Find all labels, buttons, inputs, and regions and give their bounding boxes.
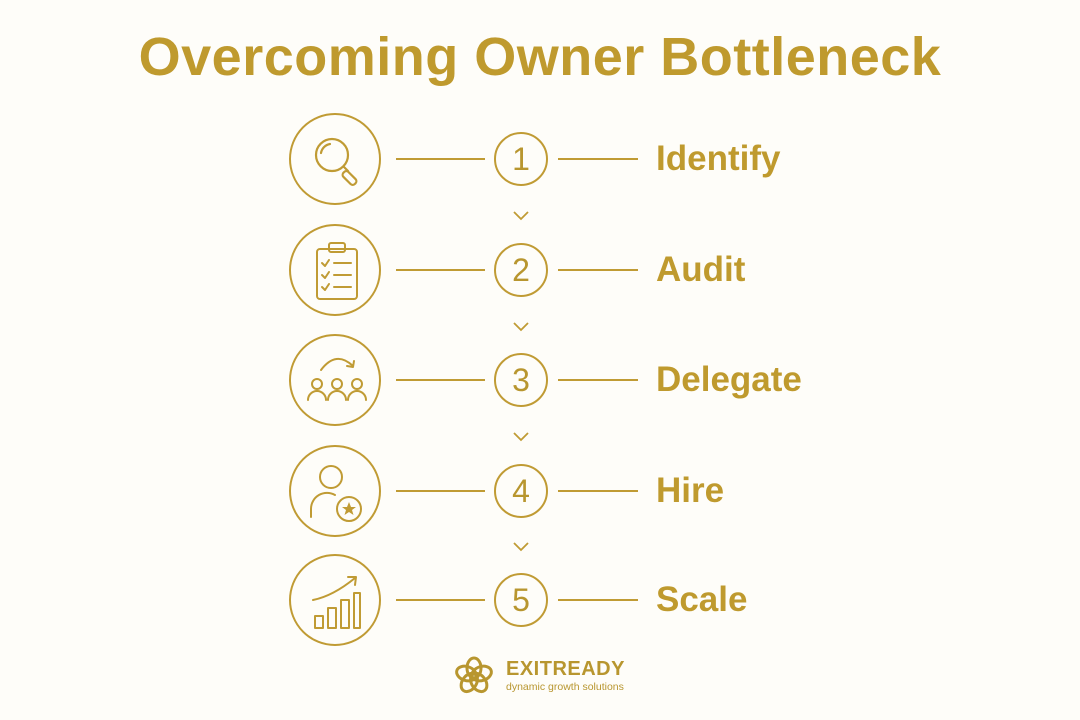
- page-title: Overcoming Owner Bottleneck: [138, 27, 942, 87]
- step-label: Scale: [656, 580, 748, 619]
- connector-line: [558, 269, 638, 271]
- connector-line: [396, 490, 485, 492]
- step-scale: 5 Scale: [0, 553, 1080, 649]
- step-label: Identify: [656, 139, 781, 178]
- connector-line: [558, 379, 638, 381]
- step-identify: 1 Identify: [0, 112, 1080, 208]
- person-star-icon: [289, 445, 381, 537]
- team-delegate-icon: [289, 334, 381, 426]
- step-audit: 2 Audit: [0, 223, 1080, 319]
- step-number: 1: [494, 132, 548, 186]
- chevron-down-icon: [513, 322, 529, 332]
- step-number: 4: [494, 464, 548, 518]
- clipboard-checklist-icon: [289, 224, 381, 316]
- step-label: Delegate: [656, 360, 802, 399]
- step-number: 3: [494, 353, 548, 407]
- connector-line: [558, 490, 638, 492]
- step-number: 5: [494, 573, 548, 627]
- chevron-down-icon: [513, 211, 529, 221]
- connector-line: [396, 269, 485, 271]
- step-number: 2: [494, 243, 548, 297]
- connector-line: [396, 158, 485, 160]
- connector-line: [396, 379, 485, 381]
- connector-line: [558, 158, 638, 160]
- logo-tagline: dynamic growth solutions: [506, 681, 624, 693]
- step-delegate: 3 Delegate: [0, 333, 1080, 429]
- logo-name: EXITREADY: [506, 658, 625, 680]
- exitready-logo: EXITREADY dynamic growth solutions: [452, 654, 652, 700]
- connector-line: [396, 599, 485, 601]
- step-label: Hire: [656, 471, 725, 510]
- step-hire: 4 Hire: [0, 444, 1080, 540]
- growth-chart-icon: [289, 554, 381, 646]
- connector-line: [558, 599, 638, 601]
- logo-emblem-icon: [455, 656, 493, 694]
- chevron-down-icon: [513, 432, 529, 442]
- step-label: Audit: [656, 250, 746, 289]
- magnifying-glass-icon: [289, 113, 381, 205]
- chevron-down-icon: [513, 542, 529, 552]
